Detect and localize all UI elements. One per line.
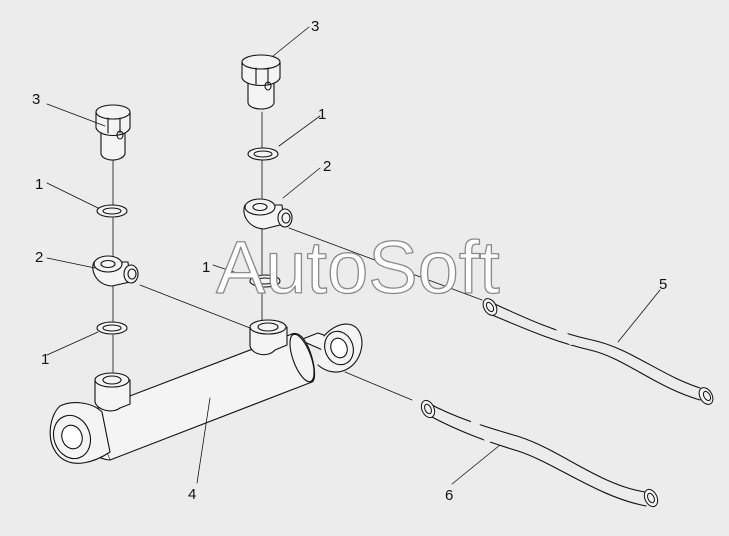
banjo-bolt-3-right <box>241 54 281 110</box>
hydraulic-cylinder-4 <box>49 319 363 464</box>
hose-5 <box>482 298 714 405</box>
banjo-fitting-2-left <box>92 255 139 287</box>
callout-2-right: 2 <box>323 158 331 175</box>
sealing-ring-1-d <box>249 274 281 288</box>
sealing-ring-1-b <box>96 321 128 335</box>
sealing-ring-1-c <box>247 147 279 161</box>
callout-5: 5 <box>659 276 667 293</box>
callout-1-b: 1 <box>41 351 49 368</box>
watermark-text: AutoSoft <box>216 226 500 309</box>
callout-3-right: 3 <box>311 18 319 35</box>
callout-1-d: 1 <box>202 259 210 276</box>
leader-lines <box>46 26 661 485</box>
callout-4: 4 <box>188 486 196 503</box>
callout-6: 6 <box>445 487 453 504</box>
banjo-fitting-2-right <box>243 198 293 230</box>
callout-2-left: 2 <box>35 249 43 266</box>
assembly-axis-lines <box>112 111 483 401</box>
sealing-ring-1-a <box>96 204 128 218</box>
callout-1-a: 1 <box>35 176 43 193</box>
callout-1-c: 1 <box>318 106 326 123</box>
callout-labels: 3 3 1 1 1 1 2 2 4 5 6 <box>32 18 667 504</box>
hose-6 <box>420 399 659 508</box>
callout-3-left: 3 <box>32 91 40 108</box>
banjo-bolt-3-left <box>95 104 131 161</box>
